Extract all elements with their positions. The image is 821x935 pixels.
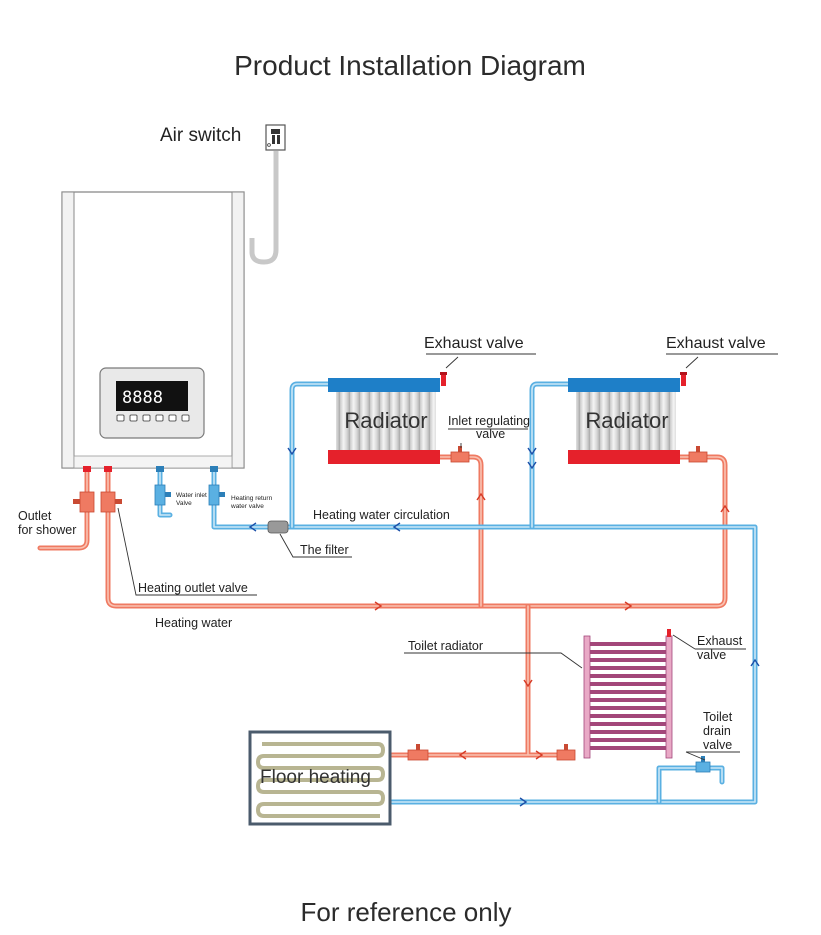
- radiator-1-return-pipe: [289, 381, 333, 530]
- radiator-1: [328, 378, 440, 464]
- air-switch-icon: [265, 124, 286, 151]
- exhaust-valve-2-label: Exhaust valve: [666, 335, 766, 352]
- floor-heating-valve-icon: [407, 744, 429, 761]
- radiator-2-return-pipe: [529, 381, 573, 530]
- heating-water-label: Heating water: [155, 616, 232, 630]
- svg-text:8888: 8888: [122, 388, 163, 408]
- heating-return-valve-label-line2: water valve: [230, 503, 264, 510]
- radiator-1-label: Radiator: [344, 408, 427, 433]
- hot-flow-arrows: [374, 492, 730, 760]
- water-inlet-valve-label-line2: Valve: [176, 500, 192, 507]
- outlet-shower-label-line1: Outlet: [18, 509, 52, 523]
- toilet-radiator: [583, 635, 673, 759]
- control-panel-buttons: [116, 414, 190, 422]
- filter-icon: [267, 520, 289, 534]
- floor-heating-panel: [248, 730, 392, 826]
- inlet-regulating-valve-2-icon: [688, 446, 708, 463]
- floor-heating-supply-pipe: [389, 603, 573, 758]
- toilet-drain-pipe: [656, 765, 725, 805]
- toilet-drain-valve-label-line3: valve: [703, 738, 732, 752]
- filter-label: The filter: [300, 543, 349, 557]
- toilet-exhaust-valve-label-line1: Exhaust: [697, 634, 743, 648]
- heating-water-circulation-label: Heating water circulation: [313, 508, 450, 522]
- toilet-exhaust-valve-icon: [667, 629, 671, 637]
- toilet-radiator-label: Toilet radiator: [408, 639, 483, 653]
- water-inlet-valve-label-line1: Water inlet: [176, 492, 207, 499]
- outlet-shower-label-line2: for shower: [18, 523, 76, 537]
- water-inlet-valve-icon: [154, 466, 171, 506]
- radiator-1-supply-pipe: [437, 454, 484, 609]
- inlet-regulating-valve-label-line1: Inlet regulating: [448, 414, 530, 428]
- inlet-regulating-valve-1-icon: [450, 446, 470, 463]
- heating-outlet-valve-icon: [100, 466, 122, 513]
- exhaust-valve-1-icon: [440, 372, 447, 386]
- air-switch-cable: [249, 151, 279, 265]
- toilet-drain-valve-label-line1: Toilet: [703, 710, 733, 724]
- footer-note: For reference only: [301, 897, 512, 927]
- heating-return-valve-icon: [208, 466, 225, 506]
- radiator-2-label: Radiator: [585, 408, 668, 433]
- inlet-regulating-valve-label-line2: valve: [476, 427, 505, 441]
- exhaust-valve-1-label: Exhaust valve: [424, 335, 524, 352]
- heating-return-valve-label-line1: Heating return: [231, 495, 273, 502]
- toilet-inlet-valve-icon: [556, 744, 576, 761]
- toilet-drain-valve-label-line2: drain: [703, 724, 731, 738]
- toilet-drain-valve-icon: [695, 756, 711, 773]
- boiler-unit: [61, 191, 245, 469]
- control-panel-display: 8888: [116, 381, 188, 411]
- heating-outlet-valve-label: Heating outlet valve: [138, 581, 248, 595]
- exhaust-valve-2-icon: [680, 372, 687, 386]
- air-switch-label: Air switch: [160, 125, 241, 146]
- floor-heating-label: Floor heating: [260, 767, 371, 788]
- shower-outlet-valve-icon: [73, 466, 95, 513]
- diagram-title: Product Installation Diagram: [234, 50, 586, 81]
- radiator-2: [568, 378, 680, 464]
- cold-flow-arrows: [248, 447, 760, 807]
- toilet-exhaust-valve-label-line2: valve: [697, 648, 726, 662]
